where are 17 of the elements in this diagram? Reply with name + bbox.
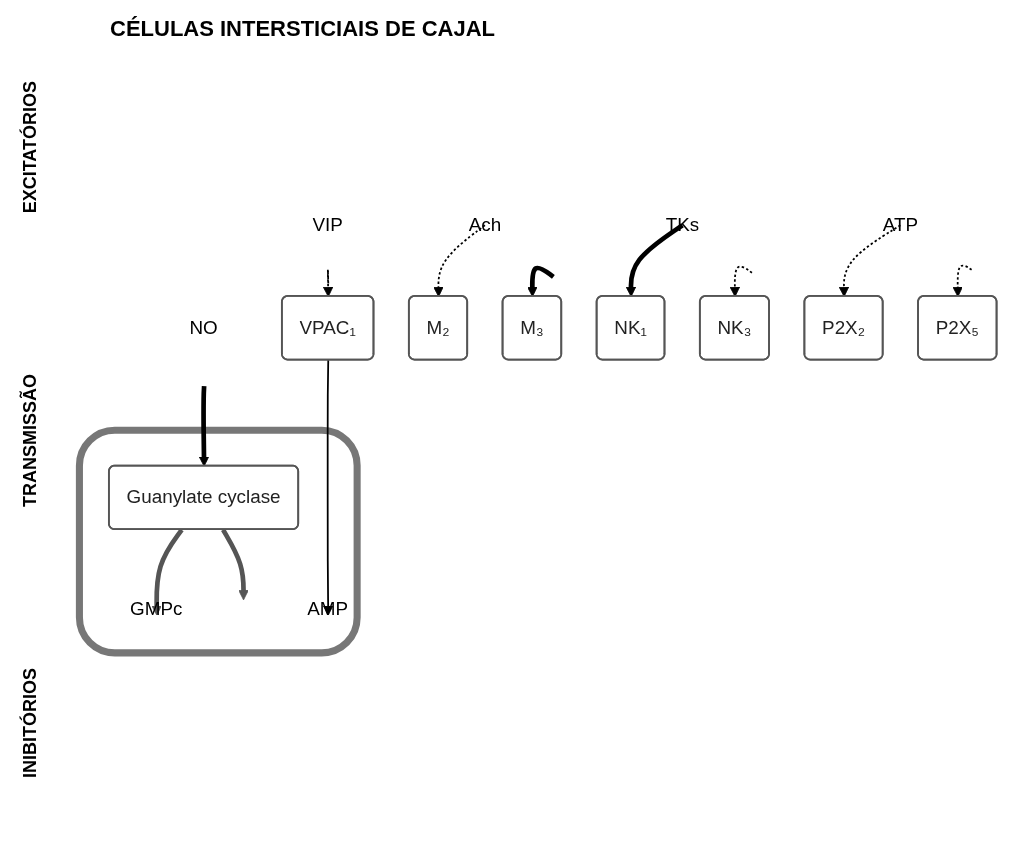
arrow <box>198 385 210 467</box>
arrow <box>433 224 486 297</box>
diagram-title: CÉLULAS INTERSTICIAIS DE CAJAL <box>110 16 497 42</box>
arrow <box>221 528 249 601</box>
arrow <box>527 265 555 297</box>
node-text: NO <box>189 317 218 338</box>
side-label: INIBITÓRIOS <box>19 668 41 779</box>
arrow <box>322 268 334 297</box>
node-text: Ach <box>468 214 502 235</box>
cluster <box>75 426 361 657</box>
arrow <box>729 265 753 297</box>
node-text: ATP <box>882 214 919 235</box>
side-label: TRANSMISSÃO <box>19 374 41 508</box>
arrow <box>625 223 684 297</box>
side-label: EXCITATÓRIOS <box>19 80 41 213</box>
arrow <box>952 264 973 297</box>
node-text: VIP <box>312 214 343 235</box>
